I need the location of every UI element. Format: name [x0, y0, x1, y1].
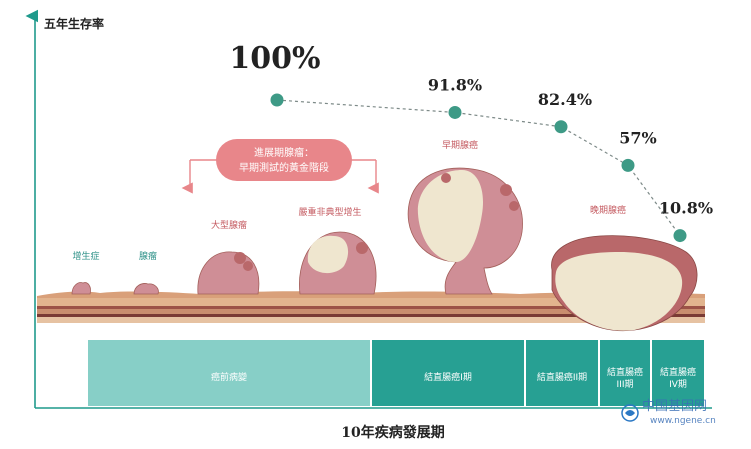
stage-bands: 癌前病變結直腸癌I期結直腸癌II期結直腸癌III期結直腸癌IV期: [88, 340, 704, 406]
stage-band: [652, 340, 704, 406]
stage-band-label: 癌前病變: [211, 371, 247, 383]
callout-line1: 進展期腺瘤：: [254, 146, 314, 159]
watermark-text: 中国基因网: [642, 399, 707, 414]
stage-band: [600, 340, 650, 406]
stage-band: [526, 340, 598, 406]
tissue-illustration: [37, 167, 705, 332]
survival-label: 82.4%: [538, 90, 592, 109]
stage-label: 嚴重非典型增生: [298, 206, 361, 218]
stage-band-label: 結直腸癌II期: [537, 371, 587, 383]
stage-label: 晚期腺癌: [590, 204, 626, 216]
survival-point: [621, 158, 635, 172]
survival-label: 57%: [619, 128, 656, 147]
stage-band: [88, 340, 370, 406]
survival-label: 100%: [229, 41, 320, 76]
survival-label: 91.8%: [428, 75, 482, 94]
stage-band-label: 結直腸癌: [660, 366, 696, 378]
stage-band-label: 結直腸癌: [607, 366, 643, 378]
stage-band-label: 結直腸癌I期: [424, 371, 472, 383]
stage-label: 腺瘤: [139, 250, 157, 262]
survival-point: [448, 105, 462, 119]
stage-band-label: IV期: [669, 379, 687, 390]
survival-point: [554, 120, 568, 134]
callout-line2: 早期測試的黃金階段: [239, 161, 329, 174]
survival-series: 100% 91.8% 82.4% 57% 10.8%: [229, 41, 713, 243]
stage-label: 大型腺瘤: [211, 219, 247, 231]
y-axis-label: 五年生存率: [44, 16, 104, 31]
stage-label: 早期腺癌: [442, 139, 478, 151]
survival-label: 10.8%: [659, 199, 713, 218]
survival-point: [673, 229, 687, 243]
survival-point: [270, 93, 284, 107]
stage-band-label: III期: [617, 379, 634, 390]
watermark: 中国基因网 www.ngene.cn: [621, 399, 716, 426]
watermark-url: www.ngene.cn: [650, 416, 716, 426]
stage-band: [372, 340, 524, 406]
survival-line: [276, 99, 681, 236]
x-axis-label: 10年疾病發展期: [341, 424, 444, 441]
callout: 進展期腺瘤： 早期測試的黃金階段: [181, 139, 379, 194]
stage-label: 增生症: [72, 250, 99, 262]
